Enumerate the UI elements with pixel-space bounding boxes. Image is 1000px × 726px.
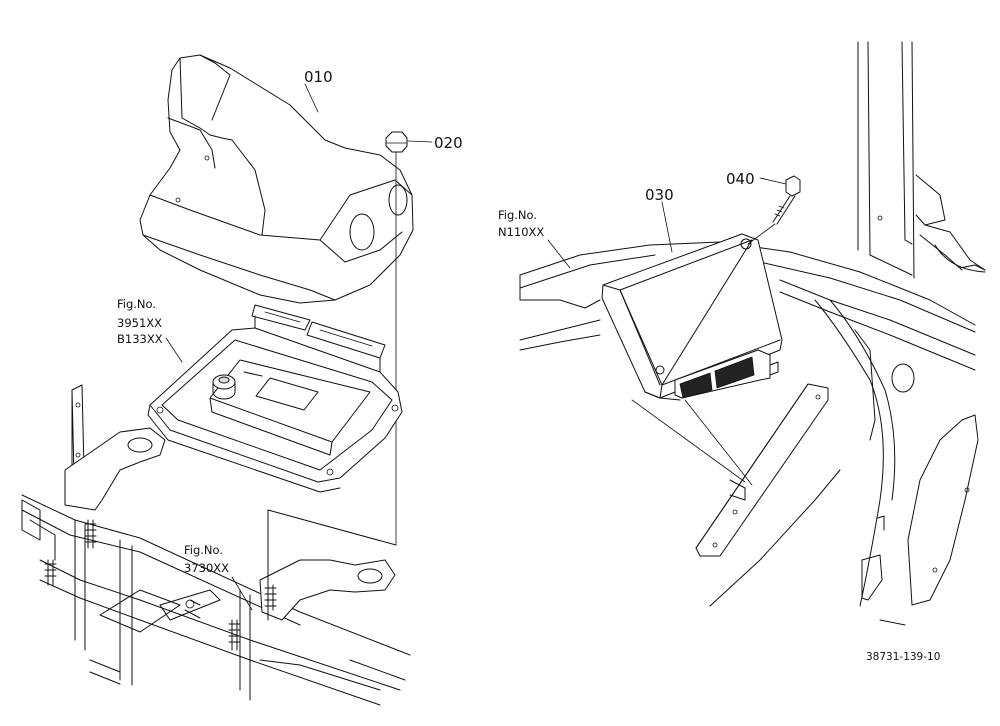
leader-fig-n110 <box>547 239 571 269</box>
fig-ref-label-lower: Fig.No. <box>184 543 223 557</box>
fig-ref-label-right: Fig.No. <box>498 208 537 222</box>
leader-030 <box>661 201 673 253</box>
vehicle-frame-right <box>519 41 986 626</box>
assembly-line-right-2 <box>684 399 753 486</box>
leader-020 <box>407 140 433 143</box>
part-label-040: 040 <box>726 170 755 188</box>
fig-ref-b133xx: B133XX <box>117 332 163 346</box>
frame-bracket-left <box>21 384 411 706</box>
part-label-030: 030 <box>645 186 674 204</box>
fig-ref-label-upper: Fig.No. <box>117 297 156 311</box>
ecu-cover <box>139 54 414 304</box>
leader-fig-3951 <box>165 337 183 363</box>
ecu-unit-left <box>147 304 403 493</box>
assembly-line-right-1 <box>631 399 746 483</box>
part-label-010: 010 <box>304 68 333 86</box>
drawing-code: 38731-139-10 <box>866 651 940 663</box>
fig-ref-3730xx: 3730XX <box>184 561 229 575</box>
ecu-030 <box>601 233 783 401</box>
bolt-040 <box>747 175 801 245</box>
part-label-020: 020 <box>434 134 463 152</box>
leader-040 <box>759 177 787 185</box>
fig-ref-n110xx: N110XX <box>498 225 544 239</box>
nut-020 <box>385 131 408 546</box>
leader-010 <box>304 83 319 113</box>
mounting-strap <box>695 383 829 557</box>
fig-ref-3951xx: 3951XX <box>117 316 162 330</box>
